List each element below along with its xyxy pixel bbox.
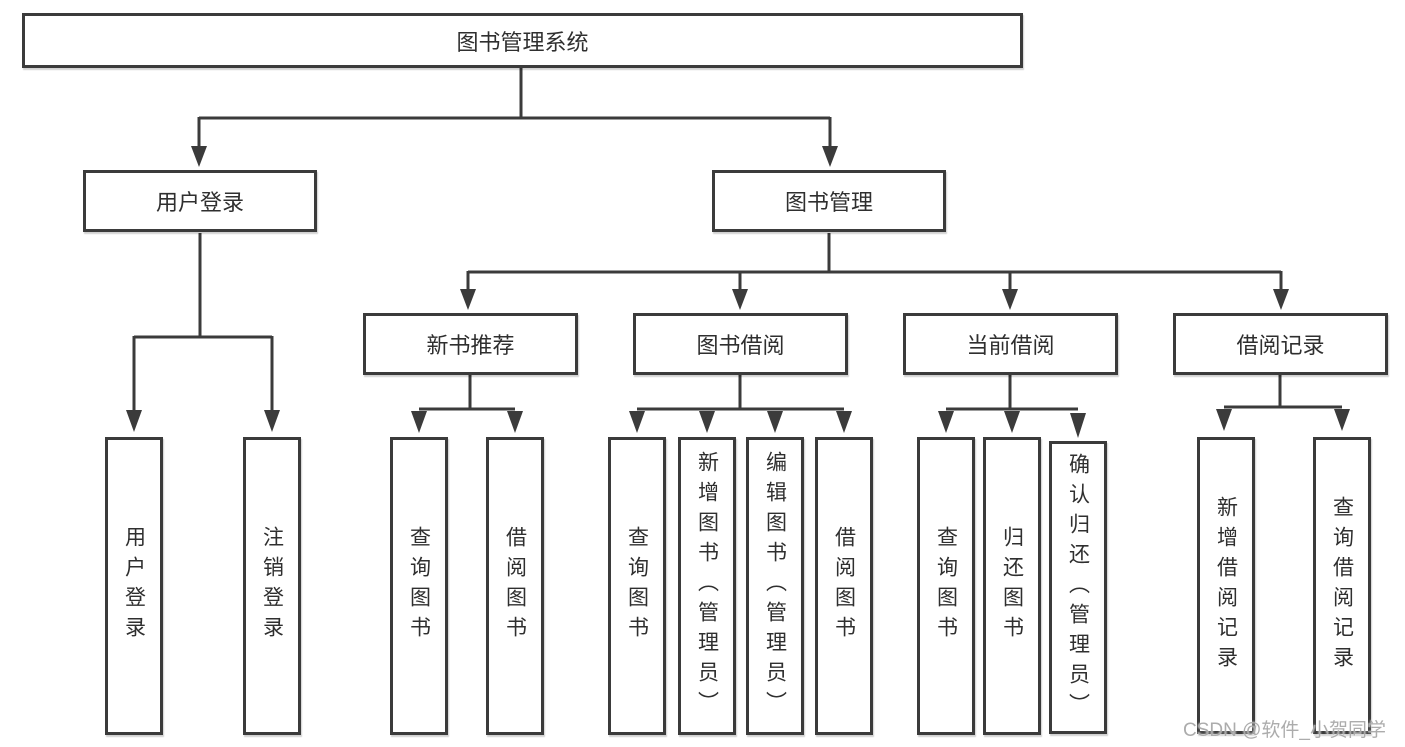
node-label: 当前借阅 xyxy=(966,333,1055,358)
leaf-label: 注销登录 xyxy=(260,526,284,646)
node-label: 图书管理 xyxy=(784,190,873,215)
leaf-confirm-return-admin: 确认归还（管理员） xyxy=(1049,441,1107,734)
leaf-borrow-books-recommend: 借阅图书 xyxy=(486,437,544,735)
leaf-user-login: 用户登录 xyxy=(105,437,163,735)
leaf-label: 查询图书 xyxy=(934,526,958,646)
csdn-watermark: CSDN @软件_小贺同学 xyxy=(1183,720,1386,741)
node-label: 图书借阅 xyxy=(696,333,785,358)
leaf-query-borrow-record: 查询借阅记录 xyxy=(1313,437,1371,734)
leaf-return-books: 归还图书 xyxy=(983,437,1041,735)
node-library-management-system: 图书管理系统 xyxy=(22,13,1023,68)
leaf-label: 确认归还（管理员） xyxy=(1066,452,1090,723)
node-book-management: 图书管理 xyxy=(712,170,946,232)
leaf-logout: 注销登录 xyxy=(243,437,301,735)
node-borrowing-records: 借阅记录 xyxy=(1173,313,1388,375)
leaf-label: 查询借阅记录 xyxy=(1330,495,1354,676)
leaf-label: 用户登录 xyxy=(122,526,146,646)
node-user-login: 用户登录 xyxy=(83,170,317,232)
node-current-borrowing: 当前借阅 xyxy=(903,313,1118,375)
node-label: 借阅记录 xyxy=(1236,333,1325,358)
leaf-query-books-borrowing: 查询图书 xyxy=(608,437,666,735)
node-label: 新书推荐 xyxy=(426,333,515,358)
leaf-query-books-current: 查询图书 xyxy=(917,437,975,735)
leaf-label: 新增借阅记录 xyxy=(1214,495,1238,676)
leaf-label: 归还图书 xyxy=(1000,526,1024,646)
leaf-label: 新增图书（管理员） xyxy=(695,451,719,721)
leaf-label: 借阅图书 xyxy=(832,526,856,646)
leaf-query-books-recommend: 查询图书 xyxy=(390,437,448,735)
leaf-edit-books-admin: 编辑图书（管理员） xyxy=(746,437,804,735)
node-label: 图书管理系统 xyxy=(456,29,589,55)
node-book-borrowing: 图书借阅 xyxy=(633,313,848,375)
node-label: 用户登录 xyxy=(155,190,244,215)
node-new-book-recommend: 新书推荐 xyxy=(363,313,578,375)
leaf-label: 查询图书 xyxy=(407,526,431,646)
leaf-label: 借阅图书 xyxy=(503,526,527,646)
leaf-borrow-books: 借阅图书 xyxy=(815,437,873,735)
leaf-label: 编辑图书（管理员） xyxy=(763,451,787,721)
leaf-label: 查询图书 xyxy=(625,526,649,646)
leaf-add-borrow-record: 新增借阅记录 xyxy=(1197,437,1255,734)
leaf-add-books-admin: 新增图书（管理员） xyxy=(678,437,736,735)
